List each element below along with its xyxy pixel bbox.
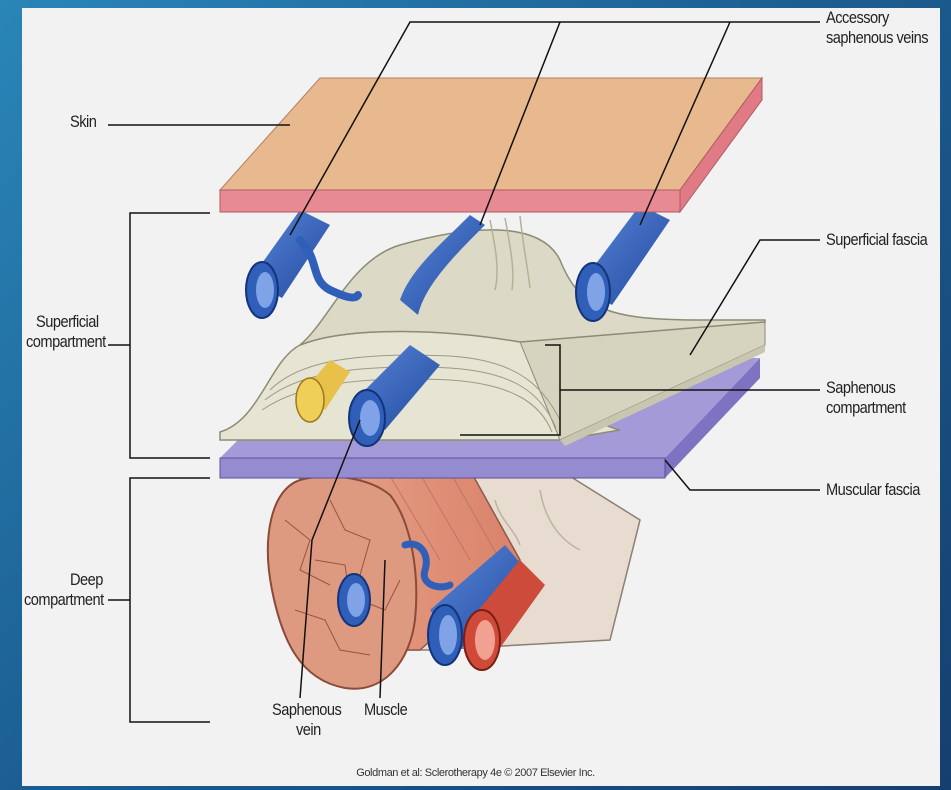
label-saphenous-vein-line1: Saphenous bbox=[272, 700, 341, 720]
label-deep-compartment-line2: compartment bbox=[24, 590, 104, 610]
label-muscular-fascia: Muscular fascia bbox=[826, 480, 920, 500]
label-skin: Skin bbox=[70, 112, 96, 132]
label-superficial-compartment-line2: compartment bbox=[26, 332, 106, 352]
label-superficial-fascia: Superficial fascia bbox=[826, 230, 927, 250]
skin-plate bbox=[220, 78, 762, 212]
label-saphenous-compartment-line2: compartment bbox=[826, 398, 906, 418]
label-saphenous-vein-line2: vein bbox=[296, 720, 321, 740]
label-muscle: Muscle bbox=[364, 700, 407, 720]
label-superficial-compartment-line1: Superficial bbox=[36, 312, 99, 332]
label-deep-compartment-line1: Deep bbox=[70, 570, 103, 590]
deep-muscle-bundle bbox=[268, 470, 640, 689]
label-accessory-line2: saphenous veins bbox=[826, 28, 928, 48]
label-accessory-line1: Accessory bbox=[826, 8, 889, 28]
label-saphenous-compartment-line1: Saphenous bbox=[826, 378, 895, 398]
figure-credit: Goldman et al: Sclerotherapy 4e © 2007 E… bbox=[0, 767, 951, 779]
